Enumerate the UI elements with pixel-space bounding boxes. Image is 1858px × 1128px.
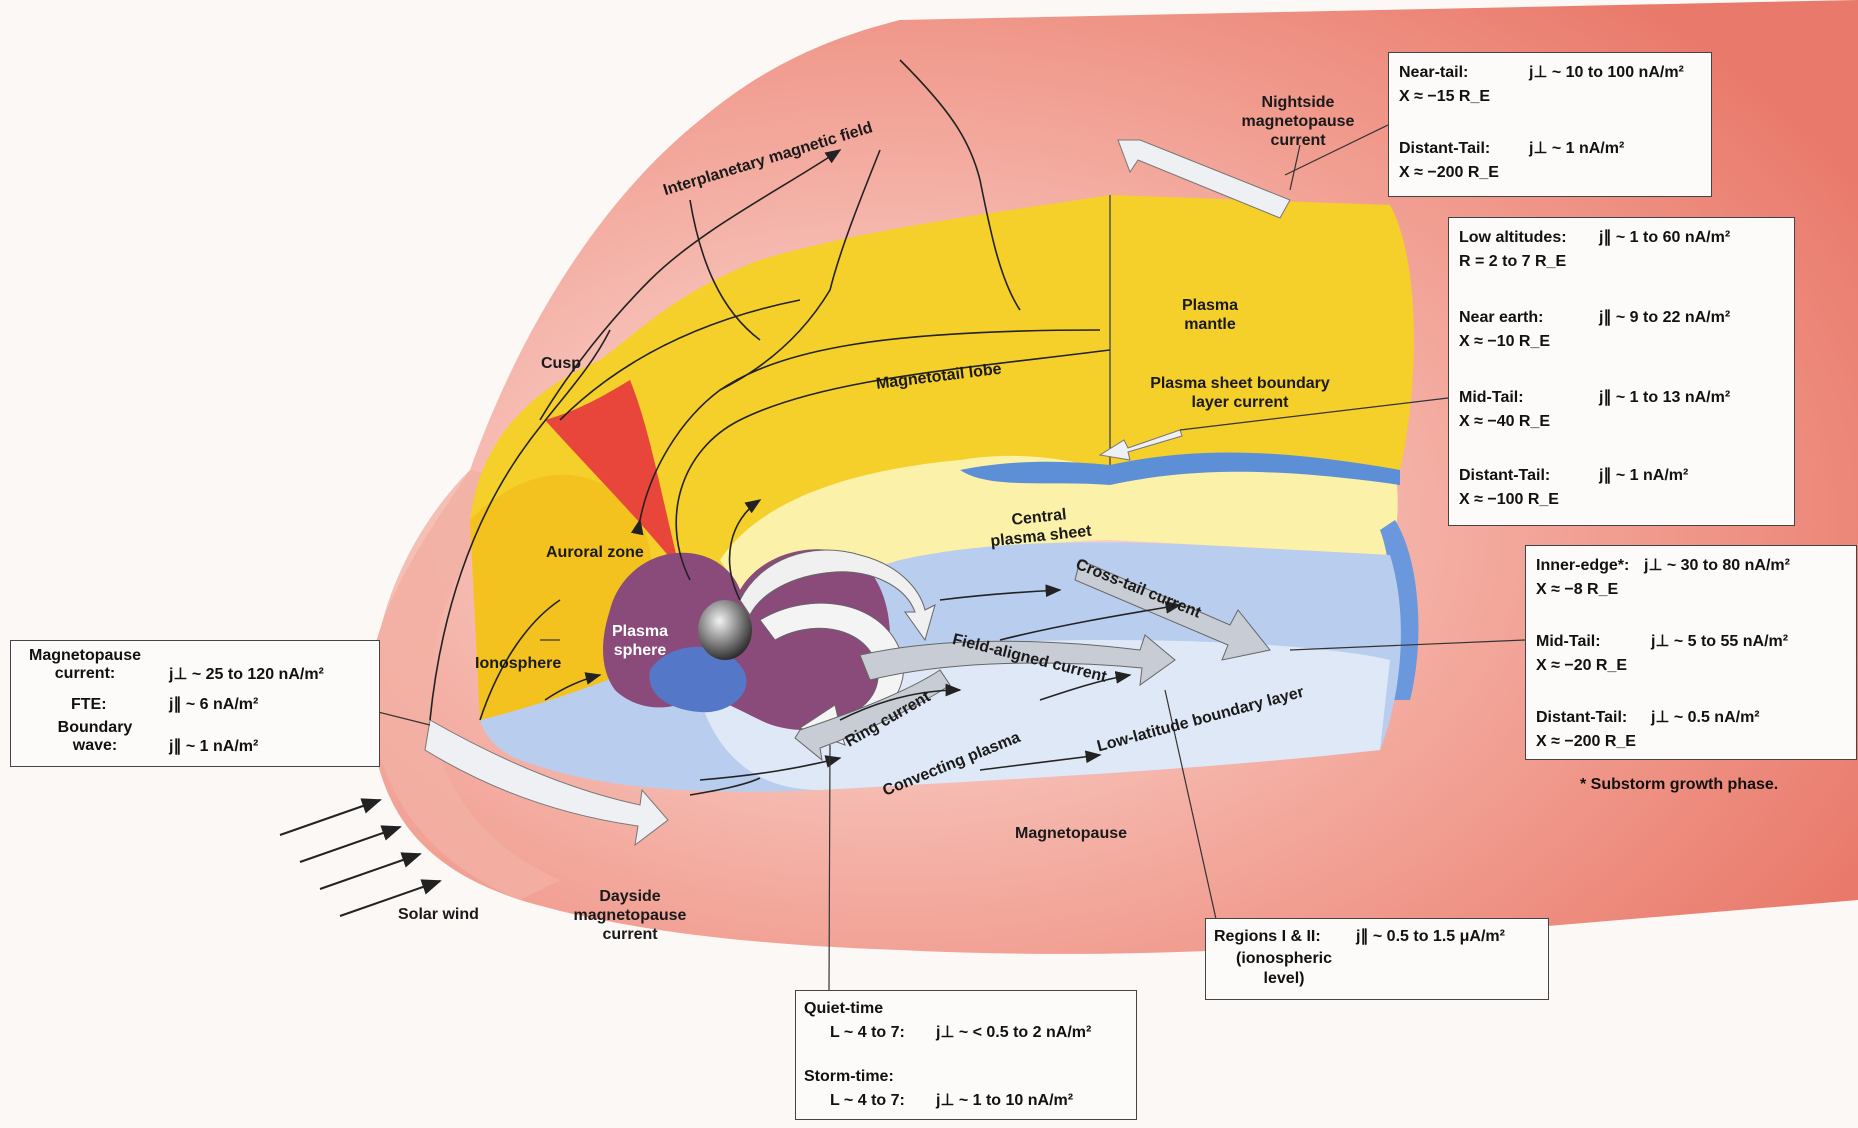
substorm-footnote: * Substorm growth phase. bbox=[1580, 776, 1778, 794]
plasma-sphere-line-2: sphere bbox=[605, 641, 675, 660]
psbl-distant-tail-value: j∥ ~ 1 nA/m² bbox=[1599, 466, 1688, 486]
psbl-distant-tail-x: X ≈ −100 R_E bbox=[1459, 490, 1559, 510]
plasma-mantle-line-2: mantle bbox=[1170, 315, 1250, 334]
cusp-label: Cusp bbox=[541, 354, 581, 373]
nightside-mp-current-label: Nightside magnetopause current bbox=[1218, 93, 1378, 150]
plasma-mantle-label: Plasma mantle bbox=[1170, 296, 1250, 334]
inner-edge-label: Inner-edge*: bbox=[1536, 556, 1629, 576]
dayside-line-1: Dayside bbox=[560, 887, 700, 906]
psbl-distant-tail-label: Distant-Tail: bbox=[1459, 466, 1550, 486]
mp-current-value: j⊥ ~ 25 to 120 nA/m² bbox=[169, 665, 324, 685]
psbl-current-box: Low altitudes: j∥ ~ 1 to 60 nA/m² R = 2 … bbox=[1448, 217, 1795, 526]
plasma-sphere-label: Plasma sphere bbox=[605, 622, 675, 660]
nightside-line-1: Nightside bbox=[1218, 93, 1378, 112]
distant-tail-value: j⊥ ~ 1 nA/m² bbox=[1529, 139, 1624, 159]
ct-distant-tail-x: X ≈ −200 R_E bbox=[1536, 732, 1636, 752]
boundary-wave-value: j∥ ~ 1 nA/m² bbox=[169, 737, 258, 757]
ionosphere-label: Ionosphere bbox=[475, 654, 561, 673]
low-alt-label: Low altitudes: bbox=[1459, 228, 1567, 248]
inner-edge-x: X ≈ −8 R_E bbox=[1536, 580, 1618, 600]
ct-distant-tail-value: j⊥ ~ 0.5 nA/m² bbox=[1651, 708, 1760, 728]
mp-current-line-2: current: bbox=[25, 665, 145, 683]
near-tail-label: Near-tail: bbox=[1399, 63, 1468, 83]
ct-mid-tail-value: j⊥ ~ 5 to 55 nA/m² bbox=[1651, 632, 1788, 652]
plasma-mantle-line-1: Plasma bbox=[1170, 296, 1250, 315]
mp-current-label: Magnetopause current: bbox=[25, 647, 145, 683]
regions-title: Regions I & II: bbox=[1214, 927, 1321, 947]
nightside-line-2: magnetopause bbox=[1218, 112, 1378, 131]
fte-value: j∥ ~ 6 nA/m² bbox=[169, 695, 258, 715]
psbl-current-label: Plasma sheet boundary layer current bbox=[1120, 374, 1360, 412]
regions-box: Regions I & II: j∥ ~ 0.5 to 1.5 μA/m² (i… bbox=[1205, 918, 1549, 1000]
low-alt-value: j∥ ~ 1 to 60 nA/m² bbox=[1599, 228, 1730, 248]
psbl-line-2: layer current bbox=[1120, 393, 1360, 412]
regions-sub-line-2: level) bbox=[1236, 969, 1332, 989]
ring-current-box: Quiet-time L ~ 4 to 7: j⊥ ~ < 0.5 to 2 n… bbox=[795, 990, 1137, 1120]
mid-tail-value: j∥ ~ 1 to 13 nA/m² bbox=[1599, 388, 1730, 408]
near-earth-value: j∥ ~ 9 to 22 nA/m² bbox=[1599, 308, 1730, 328]
quiet-l: L ~ 4 to 7: bbox=[830, 1023, 905, 1043]
regions-sub-line-1: (ionospheric bbox=[1236, 949, 1332, 969]
psbl-line-1: Plasma sheet boundary bbox=[1120, 374, 1360, 393]
storm-l: L ~ 4 to 7: bbox=[830, 1091, 905, 1111]
near-earth-label: Near earth: bbox=[1459, 308, 1543, 328]
boundary-wave-line-2: wave: bbox=[55, 737, 135, 755]
dayside-line-3: current bbox=[560, 925, 700, 944]
nightside-line-3: current bbox=[1218, 131, 1378, 150]
ct-mid-tail-x: X ≈ −20 R_E bbox=[1536, 656, 1627, 676]
tail-mp-current-box: Near-tail: j⊥ ~ 10 to 100 nA/m² X ≈ −15 … bbox=[1388, 52, 1712, 197]
storm-value: j⊥ ~ 1 to 10 nA/m² bbox=[936, 1091, 1073, 1111]
cross-tail-current-box: Inner-edge*: j⊥ ~ 30 to 80 nA/m² X ≈ −8 … bbox=[1525, 545, 1857, 760]
plasma-sphere-line-1: Plasma bbox=[605, 622, 675, 641]
solar-wind-label: Solar wind bbox=[398, 905, 479, 924]
near-tail-value: j⊥ ~ 10 to 100 nA/m² bbox=[1529, 63, 1684, 83]
inner-edge-value: j⊥ ~ 30 to 80 nA/m² bbox=[1644, 556, 1790, 576]
storm-time-label: Storm-time: bbox=[804, 1067, 894, 1087]
fte-label: FTE: bbox=[71, 695, 107, 715]
near-earth-x: X ≈ −10 R_E bbox=[1459, 332, 1550, 352]
distant-tail-label: Distant-Tail: bbox=[1399, 139, 1490, 159]
dayside-line-2: magnetopause bbox=[560, 906, 700, 925]
distant-tail-x: X ≈ −200 R_E bbox=[1399, 163, 1499, 183]
dayside-mp-current-label: Dayside magnetopause current bbox=[560, 887, 700, 944]
ct-mid-tail-label: Mid-Tail: bbox=[1536, 632, 1601, 652]
dayside-mp-box: Magnetopause current: j⊥ ~ 25 to 120 nA/… bbox=[10, 640, 380, 767]
mid-tail-label: Mid-Tail: bbox=[1459, 388, 1524, 408]
quiet-time-label: Quiet-time bbox=[804, 999, 883, 1019]
regions-value: j∥ ~ 0.5 to 1.5 μA/m² bbox=[1356, 927, 1505, 947]
low-alt-r: R = 2 to 7 R_E bbox=[1459, 252, 1566, 272]
regions-sub: (ionospheric level) bbox=[1236, 949, 1332, 989]
boundary-wave-line-1: Boundary bbox=[55, 719, 135, 737]
ct-distant-tail-label: Distant-Tail: bbox=[1536, 708, 1627, 728]
near-tail-x: X ≈ −15 R_E bbox=[1399, 87, 1490, 107]
mp-current-line-1: Magnetopause bbox=[25, 647, 145, 665]
auroral-zone-label: Auroral zone bbox=[546, 543, 644, 562]
mid-tail-x: X ≈ −40 R_E bbox=[1459, 412, 1550, 432]
earth bbox=[698, 600, 752, 660]
boundary-wave-label: Boundary wave: bbox=[55, 719, 135, 755]
magnetopause-label: Magnetopause bbox=[1015, 824, 1127, 843]
quiet-value: j⊥ ~ < 0.5 to 2 nA/m² bbox=[936, 1023, 1091, 1043]
